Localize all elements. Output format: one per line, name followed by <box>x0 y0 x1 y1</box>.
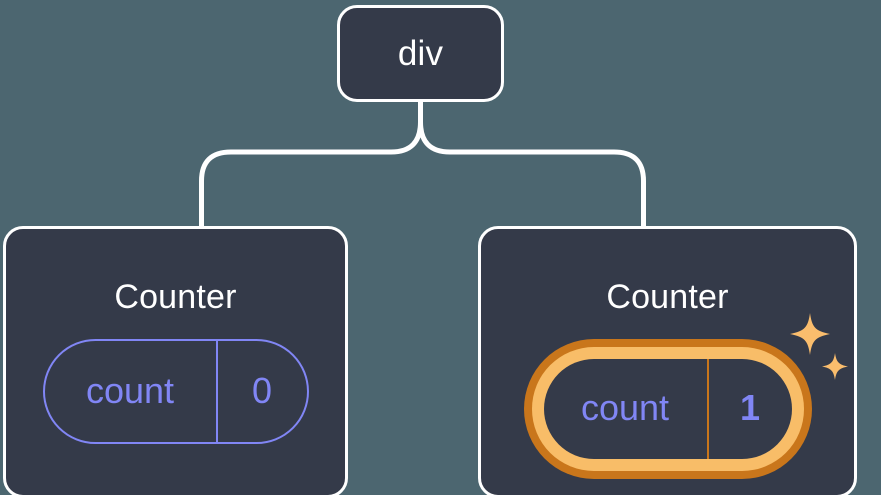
node-div[interactable]: div <box>337 5 504 102</box>
state-pill-right[interactable]: count 1 <box>543 359 792 459</box>
state-pill-left[interactable]: count 0 <box>42 339 309 444</box>
state-pill-wrap-right: count 1 <box>523 339 812 479</box>
node-div-label: div <box>397 34 444 73</box>
node-counter-left-title: Counter <box>114 278 237 316</box>
state-pill-highlight-ring-inner: count 1 <box>531 347 804 471</box>
state-value-right: 1 <box>739 387 761 428</box>
state-value-left: 0 <box>251 369 273 411</box>
connector-left <box>199 99 423 229</box>
node-counter-right-title: Counter <box>606 278 729 316</box>
node-counter-right[interactable]: Counter count 1 <box>478 226 857 495</box>
state-pill-highlight-ring-outer: count 1 <box>523 339 812 479</box>
state-key-left: count <box>45 341 218 442</box>
state-key-right: count <box>544 359 709 459</box>
connector-right <box>418 99 646 229</box>
state-pill-wrap-left: count 0 <box>42 339 309 444</box>
node-counter-left[interactable]: Counter count 0 <box>3 226 348 495</box>
